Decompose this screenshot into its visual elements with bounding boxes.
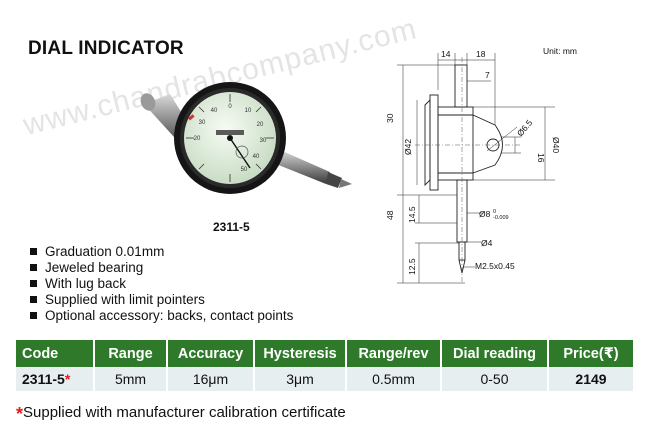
feature-list: Graduation 0.01mm Jeweled bearing With l… [28,244,293,324]
unit-label: Unit: mm [543,46,577,56]
bullet-icon [30,264,37,272]
feature-item: Supplied with limit pointers [28,292,293,308]
dim-48: 48 [385,210,395,220]
feature-item: With lug back [28,276,293,292]
dim-14-5: 14.5 [407,206,417,223]
footnote-text: Supplied with manufacturer calibration c… [23,404,346,421]
svg-text:50: 50 [241,167,248,173]
table-header-row: Code Range Accuracy Hysteresis Range/rev… [16,340,633,367]
dim-d8-tol-top: 0 [493,209,496,215]
dim-d40: Ø40 [551,137,561,153]
page-title: DIAL INDICATOR [28,38,184,59]
technical-drawing: Unit: mm 14 18 7 30 Ø42 48 14.5 12.5 Ø6.… [385,46,577,284]
dim-30: 30 [385,113,395,123]
feature-item: Optional accessory: backs, contact point… [28,308,293,324]
dim-d8-tol-bot: -0.009 [493,215,509,221]
header-range: Range [94,340,168,367]
feature-item: Graduation 0.01mm [28,244,293,260]
header-price: Price(₹) [548,340,633,367]
svg-text:30: 30 [199,120,206,126]
header-dial-reading: Dial reading [441,340,549,367]
dim-d4: Ø4 [481,238,493,248]
dim-16: 16 [536,153,546,163]
svg-text:40: 40 [253,154,260,160]
svg-text:20: 20 [257,122,264,128]
cell-range: 5mm [94,367,168,391]
dim-18: 18 [476,49,486,59]
dim-d8: Ø8 [479,209,491,219]
svg-text:30: 30 [260,138,267,144]
bullet-icon [30,248,37,256]
header-hysteresis: Hysteresis [254,340,347,367]
feature-item: Jeweled bearing [28,260,293,276]
header-code: Code [16,340,95,367]
asterisk-icon: * [64,371,71,387]
dial-indicator-photo: 0 10 20 30 40 50 40 30 20 [140,82,352,194]
spec-table: Code Range Accuracy Hysteresis Range/rev… [16,340,633,391]
cell-price: 2149 [548,367,633,391]
bullet-icon [30,312,37,320]
svg-text:20: 20 [194,136,201,142]
header-range-rev: Range/rev [346,340,442,367]
product-code: 2311-5 [213,220,250,234]
dim-d42: Ø42 [403,139,413,155]
dim-7: 7 [485,70,490,80]
dim-14: 14 [441,49,451,59]
bullet-icon [30,280,37,288]
dim-m2-5: M2.5x0.45 [475,261,515,271]
svg-text:0: 0 [228,104,232,110]
table-row: 2311-5* 5mm 16μm 3μm 0.5mm 0-50 2149 [16,367,633,391]
svg-text:10: 10 [245,108,252,114]
header-accuracy: Accuracy [167,340,255,367]
cell-code: 2311-5* [16,367,95,391]
cell-accuracy: 16μm [167,367,255,391]
cell-dial-reading: 0-50 [441,367,549,391]
cell-range-rev: 0.5mm [346,367,442,391]
dim-12-5: 12.5 [407,258,417,275]
dim-d6-5: Ø6.5 [515,118,535,139]
svg-text:40: 40 [211,108,218,114]
asterisk-icon: * [16,404,24,424]
footnote: *Supplied with manufacturer calibration … [16,404,346,425]
bullet-icon [30,296,37,304]
cell-hysteresis: 3μm [254,367,347,391]
